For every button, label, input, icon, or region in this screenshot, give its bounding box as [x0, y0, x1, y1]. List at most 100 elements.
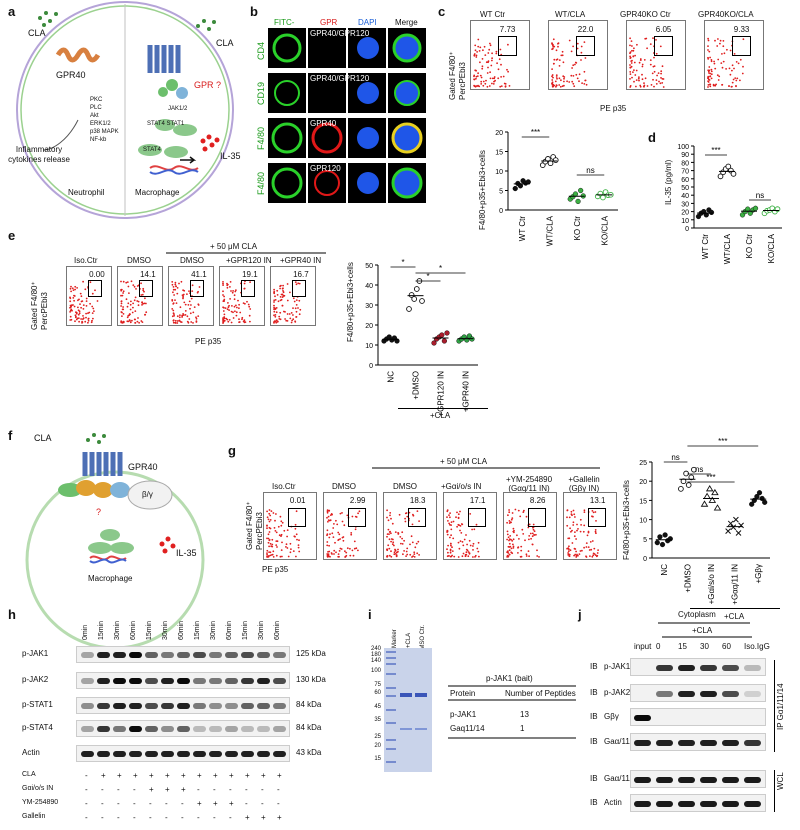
h-band	[129, 703, 142, 709]
h-band	[81, 703, 94, 709]
g-gate-value-5: 8.26	[529, 496, 546, 506]
g-point	[749, 501, 755, 507]
b-row-label-1: CD4	[256, 41, 266, 60]
c-y-tick-label-4: 20	[495, 130, 503, 137]
h-sign: +	[165, 771, 170, 780]
h-band	[241, 652, 254, 658]
d-y-tick-label-9: 90	[681, 152, 689, 159]
h-band	[225, 703, 238, 709]
c-flow-box-1: 7.73	[470, 20, 530, 90]
h-band	[161, 726, 174, 732]
j-ib-tag: IB	[590, 737, 598, 746]
e-flow-box-4: 19.1	[219, 266, 265, 326]
e-gate-value-1: 0.00	[89, 270, 105, 279]
i-row1-count: 13	[520, 710, 529, 719]
d-y-tick-label-1: 10	[681, 218, 689, 225]
h-time-label-9: 30min	[210, 620, 217, 640]
h-sign: -	[213, 785, 216, 794]
j-lane-label-6: Iso.IgG	[744, 642, 770, 651]
h-sign: -	[117, 813, 120, 822]
g-category-label: +Gαi/s/o IN	[707, 564, 716, 605]
e-y-tick-label-2: 20	[365, 323, 373, 330]
d-category-label: WT/CLA	[723, 233, 732, 264]
h-time-label-7: 60min	[178, 620, 185, 640]
c-point	[575, 198, 581, 205]
a-cla-label: CLA	[28, 28, 46, 38]
j-wcl-strip-1	[630, 770, 766, 788]
j-band	[634, 715, 651, 721]
g-header-3: DMSO	[393, 482, 417, 491]
h-band	[97, 652, 110, 658]
d-y-tick-label-4: 40	[681, 193, 689, 200]
a-neutrophil-label: Neutrophil	[68, 188, 105, 197]
j-wcl-strip-2	[630, 794, 766, 812]
f-il35-label: IL-35	[176, 548, 197, 558]
j-band	[656, 691, 673, 697]
h-band	[225, 751, 238, 757]
b-header-gpr: GPR	[320, 18, 338, 27]
g-point	[759, 495, 765, 502]
g-y-tick-label-0: 0	[643, 556, 647, 563]
j-band	[634, 740, 651, 746]
h-sign: -	[261, 785, 264, 794]
g-category-label: +DMSO	[683, 564, 692, 593]
j-band	[722, 777, 739, 783]
h-band	[113, 703, 126, 709]
h-band	[81, 751, 94, 757]
h-band	[161, 703, 174, 709]
a-gpr-question: GPR ?	[194, 80, 222, 90]
h-time-label-12: 30min	[258, 620, 265, 640]
j-ip-strip-4	[630, 733, 766, 751]
h-blot-strip-1	[76, 646, 290, 663]
h-band	[177, 751, 190, 757]
c-flow-box-4: 9.33	[704, 20, 764, 90]
h-sign: +	[149, 785, 154, 794]
j-ib-tag: IB	[590, 774, 598, 783]
h-blot-strip-2	[76, 672, 290, 689]
d-point	[717, 173, 724, 180]
g-flow-box-6: 13.1	[563, 492, 617, 560]
g-dots-4	[446, 509, 480, 558]
g-flow-box-1: 0.01	[263, 492, 317, 560]
e-dots-3	[171, 280, 201, 324]
c-ylabel: PercPEbi3	[458, 62, 467, 100]
g-y-tick-label-5: 25	[639, 460, 647, 467]
g-flow-box-4: 17.1	[443, 492, 497, 560]
e-header-3: DMSO	[180, 256, 204, 265]
g-gate-2	[348, 507, 366, 527]
g-point	[705, 485, 714, 492]
g-point	[654, 540, 660, 546]
e-point	[419, 298, 425, 304]
j-ip-strip-1	[630, 658, 766, 676]
c-gate-3	[654, 36, 674, 56]
g-point	[659, 541, 666, 548]
d-y-tick-label-6: 60	[681, 177, 689, 184]
j-band	[678, 777, 695, 783]
d-y-tick-label-5: 50	[681, 185, 689, 192]
h-band	[257, 703, 270, 709]
j-band	[722, 665, 739, 671]
j-band	[722, 691, 739, 697]
e-header-5: +GPR40 IN	[280, 256, 322, 265]
c-gate-value-1: 7.73	[499, 24, 516, 34]
d-y-tick-label-0: 0	[685, 226, 689, 233]
c-category-label: WT/CLA	[545, 215, 554, 246]
h-band	[97, 703, 110, 709]
i-row2-protein: Gaq11/14	[450, 724, 485, 733]
j-band	[656, 740, 673, 746]
j-ip-row-label-4: Gaα/11/14	[604, 737, 641, 746]
f-pathway-diagram	[25, 433, 205, 650]
e-cla-bracket	[398, 408, 488, 409]
c-dots-4	[707, 37, 745, 88]
g-y-tick-label-4: 20	[639, 479, 647, 486]
e-dots-4	[222, 280, 252, 324]
c-y-tick-label-0: 0	[499, 208, 503, 215]
h-sign: +	[261, 771, 266, 780]
d-category-label: KO/CLA	[767, 233, 776, 263]
h-band	[145, 678, 158, 684]
b-row-label-4: F4/80	[256, 171, 266, 195]
h-band	[161, 652, 174, 658]
panel-label-a: a	[8, 4, 16, 19]
h-row-label-1: p-JAK1	[22, 649, 49, 658]
